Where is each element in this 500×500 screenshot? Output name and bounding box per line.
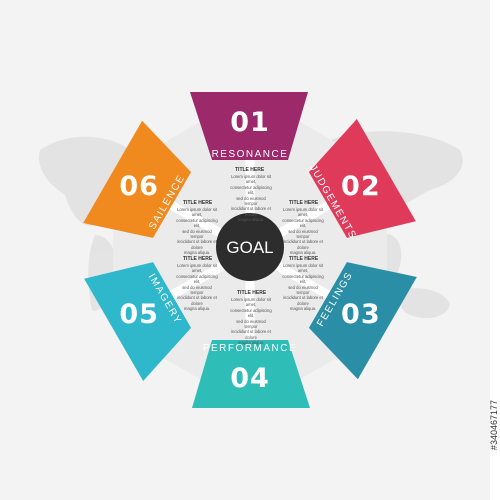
segment-04-shape	[192, 340, 310, 408]
segment-01-number: 01	[230, 107, 270, 138]
text-line: incididunt ut labore et dolore	[177, 295, 217, 306]
text-line: sed do eiusmod tempor	[182, 228, 212, 240]
text-line: incididunt ut labore et dolore	[177, 239, 217, 250]
text-block-4-title: TITLE HERE	[237, 290, 267, 296]
text-line: consectetur adipiscing elit,	[282, 217, 324, 229]
text-line: sed do eiusmod tempor	[236, 195, 266, 207]
text-line: Lorem ipsum dolor sit amet,	[230, 174, 272, 185]
text-block-2-title: TITLE HERE	[289, 200, 319, 206]
text-block-2-body: Lorem ipsum dolor sit amet, consectetur …	[282, 207, 324, 256]
segment-06-shape	[83, 120, 192, 238]
segment-06-number: 06	[119, 171, 159, 202]
segment-01[interactable]: 01 RESONANCE	[190, 92, 308, 160]
text-line: consectetur adipiscing elit,	[176, 217, 218, 229]
segment-05-shape	[84, 262, 192, 381]
text-block-6-body: Lorem ipsum dolor sit amet, consectetur …	[176, 207, 218, 256]
text-block-3-title: TITLE HERE	[289, 256, 319, 262]
text-line: incididunt ut labore et dolore	[231, 206, 271, 217]
text-line: sed do eiusmod tempor	[236, 318, 266, 330]
text-line: Lorem ipsum dolor sit amet,	[282, 207, 324, 218]
text-block-4-body: Lorem ipsum dolor sit amet, consectetur …	[230, 297, 272, 346]
text-line: magna aliqua.	[183, 250, 211, 256]
text-line: Lorem ipsum dolor sit amet,	[176, 263, 218, 274]
text-line: sed do eiusmod tempor	[182, 284, 212, 296]
segment-04[interactable]: 04 PERFORMANCE	[192, 340, 310, 408]
segment-01-shape	[190, 92, 308, 160]
segment-02-number: 02	[341, 171, 381, 202]
text-line: incididunt ut labore et dolore	[283, 295, 323, 306]
text-line: magna aliqua.	[289, 250, 317, 256]
text-block-6-title: TITLE HERE	[183, 200, 213, 206]
text-block-3-body: Lorem ipsum dolor sit amet, consectetur …	[282, 263, 324, 312]
text-line: consectetur adipiscing elit,	[176, 273, 218, 285]
goal-circle	[216, 213, 284, 281]
text-line: incididunt ut labore et dolore	[283, 239, 323, 250]
segment-03-shape	[308, 262, 417, 380]
text-line: Lorem ipsum dolor sit amet,	[230, 297, 272, 308]
text-block-1-body: Lorem ipsum dolor sit amet, consectetur …	[230, 174, 272, 223]
text-block-1-title: TITLE HERE	[235, 167, 265, 173]
segment-05[interactable]: 05 IMAGERY	[84, 245, 202, 381]
text-line: incididunt ut labore et dolore	[231, 329, 271, 340]
segment-02-shape	[308, 119, 416, 238]
segment-05-number: 05	[119, 299, 159, 330]
goal-label: GOAL	[226, 238, 273, 257]
text-line: sed do eiusmod tempor	[288, 228, 318, 240]
stock-id-text: #340467177	[489, 400, 499, 451]
text-line: consectetur adipiscing elit,	[230, 184, 272, 196]
stock-id-strip: #340467177	[489, 0, 500, 500]
text-line: Lorem ipsum dolor sit amet,	[176, 207, 218, 218]
text-line: consectetur adipiscing elit,	[282, 273, 324, 285]
segment-04-label: PERFORMANCE	[203, 343, 297, 354]
text-line: magna aliqua.	[289, 306, 317, 312]
segment-03-number: 03	[341, 299, 381, 330]
text-line: magna aliqua.	[183, 306, 211, 312]
text-line: Lorem ipsum dolor sit amet,	[282, 263, 324, 274]
segment-04-number: 04	[230, 363, 270, 394]
text-line: magna aliqua.	[237, 340, 265, 346]
text-line: sed do eiusmod tempor	[288, 284, 318, 296]
text-block-5-body: Lorem ipsum dolor sit amet, consectetur …	[176, 263, 218, 312]
text-line: consectetur adipiscing elit,	[230, 307, 272, 319]
text-line: magna aliqua.	[237, 217, 265, 223]
text-block-5-title: TITLE HERE	[183, 256, 213, 262]
segment-01-label: RESONANCE	[212, 149, 289, 160]
